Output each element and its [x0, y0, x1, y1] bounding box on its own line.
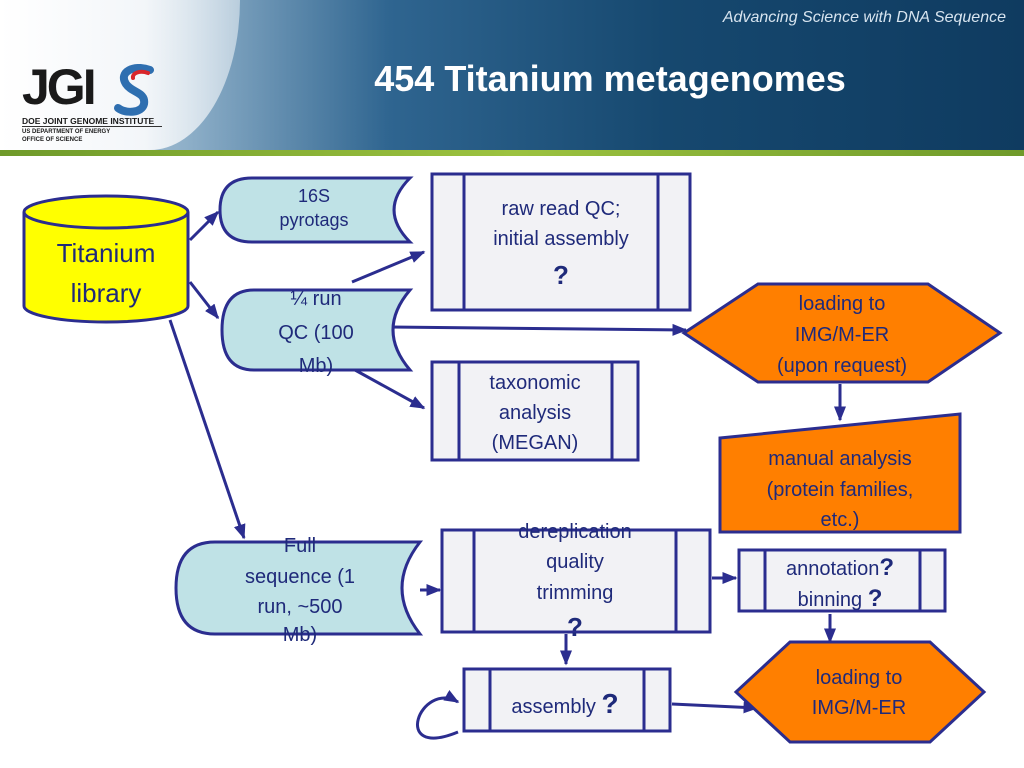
arrow-assembly-to-loading — [671, 701, 759, 714]
tagline: Advancing Science with DNA Sequence — [722, 9, 1006, 26]
node-label: taxonomic — [489, 372, 580, 394]
logo-divider — [22, 126, 162, 127]
dereplication-process: dereplication quality trimming ? — [440, 521, 712, 642]
node-label: loading to — [816, 667, 903, 689]
node-label: Mb) — [299, 355, 333, 377]
node-label: IMG/M-ER — [795, 324, 889, 346]
node-label: annotation? — [786, 554, 894, 581]
connector-arrows — [168, 210, 846, 740]
node-label: binning ? — [798, 585, 883, 612]
arrow-library-to-full-sequence — [168, 319, 246, 540]
accent-stripe — [0, 150, 1024, 156]
arrow-assembly-loop — [416, 690, 460, 740]
question-mark: ? — [879, 554, 894, 581]
titanium-library-cylinder: Titanium library — [22, 194, 190, 324]
header-banner: JGI DOE JOINT GENOME INSTITUTE US DEPART… — [0, 0, 1024, 150]
node-label: quality — [546, 551, 604, 573]
annotation-label: annotation — [786, 558, 879, 580]
node-label: IMG/M-ER — [812, 697, 906, 719]
node-label: Titanium — [57, 238, 156, 268]
node-label: dereplication — [518, 521, 631, 543]
node-label: run, ~500 — [257, 596, 342, 618]
arrow-quarter-run-to-loading — [389, 323, 688, 336]
arrow-library-to-quarter-run — [188, 281, 220, 320]
node-label: raw read QC; — [502, 198, 621, 220]
annotation-binning-process: annotation? binning ? — [737, 548, 947, 613]
arrow-quarter-run-to-raw-qc — [351, 250, 426, 284]
assembly-label: assembly — [511, 696, 601, 718]
question-mark: ? — [553, 260, 569, 290]
raw-read-qc-process: raw read QC; initial assembly ? — [430, 172, 692, 312]
full-sequence-storage: Full sequence (1 run, ~500 Mb) — [174, 535, 424, 646]
arrow-library-to-pyrotags — [188, 210, 220, 242]
manual-analysis-input: manual analysis (protein families, etc.) — [718, 412, 962, 534]
jgi-wordmark: JGI — [22, 59, 97, 115]
page-title: 454 Titanium metagenomes — [374, 58, 846, 99]
assembly-process: assembly ? — [462, 667, 672, 733]
question-mark: ? — [567, 612, 583, 642]
question-mark: ? — [868, 585, 883, 612]
quarter-run-storage: ¼ run QC (100 Mb) — [220, 288, 414, 377]
node-label: 16S — [298, 186, 330, 206]
loading-hexagon: loading to IMG/M-ER — [733, 640, 987, 744]
node-label: loading to — [799, 293, 886, 315]
node-label: (MEGAN) — [492, 432, 579, 454]
node-label: etc.) — [821, 509, 860, 531]
node-label: initial assembly — [493, 228, 629, 250]
taxonomic-analysis-process: taxonomic analysis (MEGAN) — [430, 360, 640, 462]
node-label: Full — [284, 535, 316, 557]
node-label: Mb) — [283, 624, 317, 646]
node-label: pyrotags — [279, 210, 348, 230]
arrow-quarter-run-to-taxonomic — [354, 368, 426, 410]
org-sub-line: OFFICE OF SCIENCE — [22, 137, 83, 143]
node-label: (upon request) — [777, 355, 907, 377]
node-label: library — [71, 278, 142, 308]
node-label: QC (100 — [278, 322, 354, 344]
node-label: assembly ? — [511, 688, 618, 719]
node-label: trimming — [537, 582, 614, 604]
org-sub-line: US DEPARTMENT OF ENERGY — [22, 129, 111, 135]
node-label: (protein families, — [767, 479, 914, 501]
org-name-line: DOE JOINT GENOME INSTITUTE — [22, 116, 155, 126]
node-label: manual analysis — [768, 448, 911, 470]
binning-label: binning — [798, 589, 868, 611]
loading-upon-request-hexagon: loading to IMG/M-ER (upon request) — [681, 282, 1003, 384]
node-label: analysis — [499, 402, 571, 424]
question-mark: ? — [601, 688, 618, 719]
node-label: sequence (1 — [245, 566, 355, 588]
jgi-swoosh-icon — [114, 64, 154, 116]
pyrotags-storage: 16S pyrotags — [218, 176, 414, 244]
node-label: ¼ run — [290, 288, 341, 310]
